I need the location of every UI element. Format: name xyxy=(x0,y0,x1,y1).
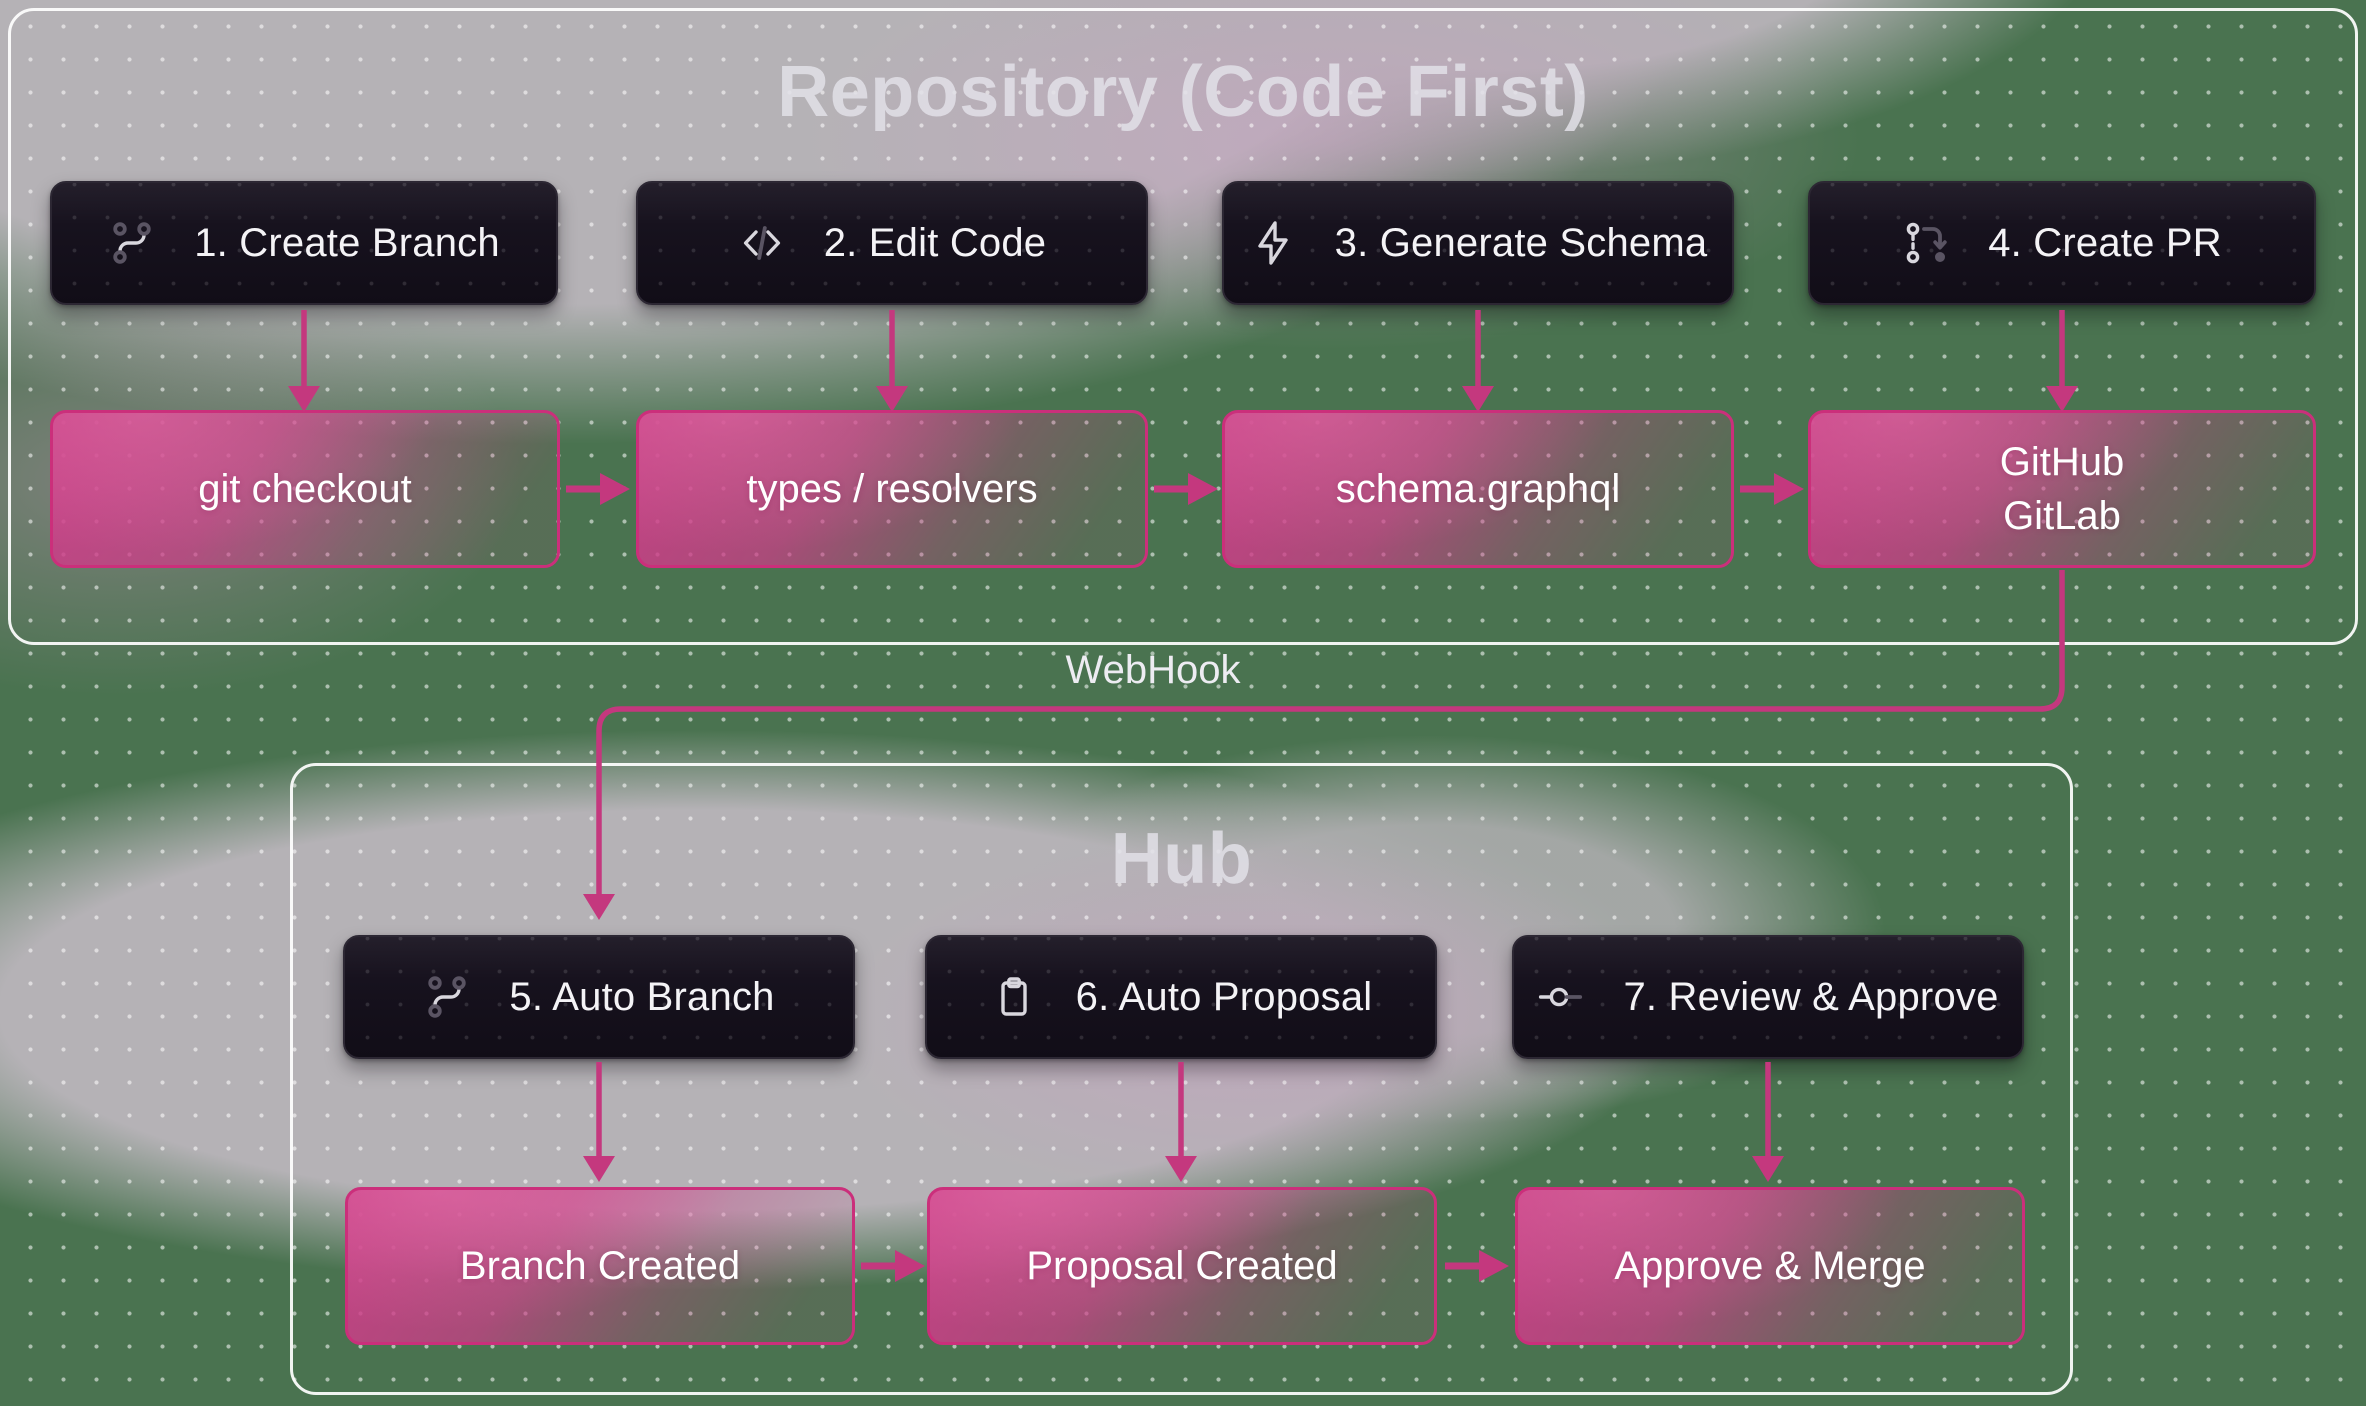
step-label: 1. Create Branch xyxy=(194,220,500,265)
artifact-github-gitlab: GitHub GitLab xyxy=(1808,410,2316,568)
artifact-label: Proposal Created xyxy=(1026,1244,1338,1288)
webhook-label: WebHook xyxy=(1065,648,1241,692)
artifact-label: Approve & Merge xyxy=(1614,1244,1926,1288)
step-create-branch: 1. Create Branch xyxy=(50,181,558,305)
code-icon xyxy=(738,219,786,267)
artifact-label: schema.graphql xyxy=(1335,467,1621,511)
step-label: 2. Edit Code xyxy=(823,220,1047,265)
step-label: 5. Auto Branch xyxy=(509,974,775,1019)
step-review-approve: 7. Review & Approve xyxy=(1512,935,2024,1059)
step-label: 3. Generate Schema xyxy=(1334,220,1708,265)
artifact-label: GitHub GitLab xyxy=(1999,440,2125,538)
step-generate-schema: 3. Generate Schema xyxy=(1222,181,1734,305)
artifact-label: types / resolvers xyxy=(746,467,1038,511)
zap-icon xyxy=(1249,219,1297,267)
repository-title: Repository (Code First) xyxy=(777,52,1589,132)
git-branch-icon xyxy=(108,219,156,267)
artifact-schema-graphql: schema.graphql xyxy=(1222,410,1734,568)
step-edit-code: 2. Edit Code xyxy=(636,181,1148,305)
pull-request-icon xyxy=(1902,219,1950,267)
git-branch-icon xyxy=(423,973,471,1021)
step-label: 7. Review & Approve xyxy=(1623,974,1999,1019)
artifact-git-checkout: git checkout xyxy=(50,410,560,568)
step-label: 6. Auto Proposal xyxy=(1075,974,1373,1019)
step-create-pr: 4. Create PR xyxy=(1808,181,2316,305)
artifact-types-resolvers: types / resolvers xyxy=(636,410,1148,568)
step-auto-branch: 5. Auto Branch xyxy=(343,935,855,1059)
hub-title: Hub xyxy=(1110,819,1253,899)
clipboard-icon xyxy=(990,973,1038,1021)
git-commit-icon xyxy=(1537,973,1585,1021)
artifact-branch-created: Branch Created xyxy=(345,1187,855,1345)
artifact-proposal-created: Proposal Created xyxy=(927,1187,1437,1345)
artifact-label: git checkout xyxy=(198,467,412,511)
step-label: 4. Create PR xyxy=(1988,220,2222,265)
artifact-label: Branch Created xyxy=(459,1244,741,1288)
artifact-approve-merge: Approve & Merge xyxy=(1515,1187,2025,1345)
step-auto-proposal: 6. Auto Proposal xyxy=(925,935,1437,1059)
